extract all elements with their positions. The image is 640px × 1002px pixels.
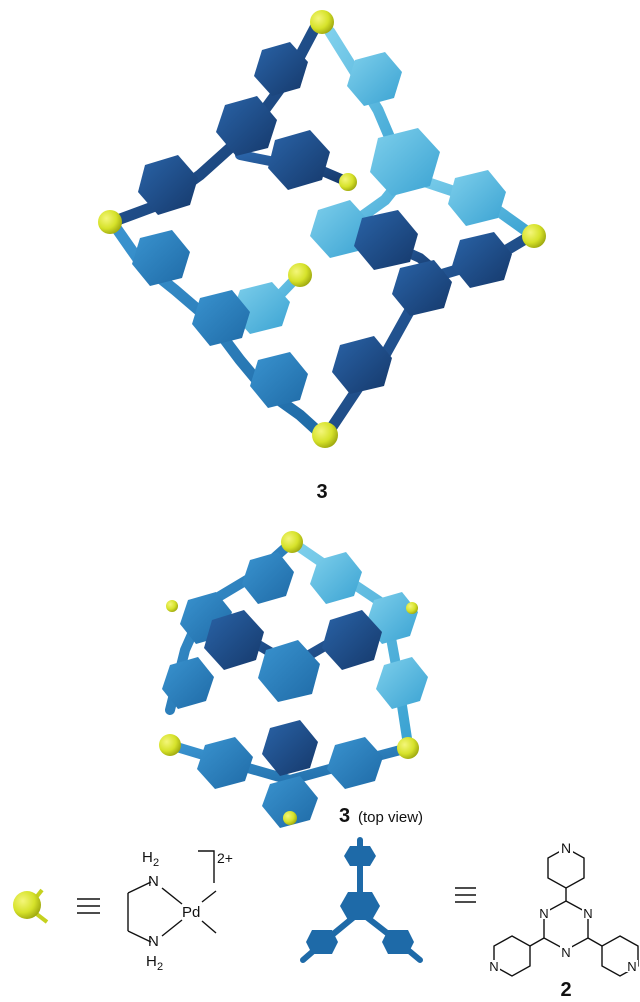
- tv-ring-7: [197, 737, 253, 789]
- tv-ring-hub: [258, 640, 320, 702]
- ring-navy-5: [354, 210, 418, 270]
- svg-text:Pd: Pd: [182, 904, 200, 921]
- tv-ring-9: [262, 776, 318, 828]
- equiv-sign-2: [455, 887, 476, 903]
- ligand-label: 2: [560, 979, 571, 1001]
- pd-en-complex: H 2 N Pd N H 2 2+: [127, 849, 233, 973]
- top-view-label-text: (top view): [358, 809, 423, 826]
- svg-text:2+: 2+: [217, 850, 233, 866]
- cage-3-diagram: [98, 10, 546, 448]
- tv-ring-6: [376, 657, 428, 709]
- tv-ring-1: [242, 552, 294, 604]
- cage-nodes: [98, 10, 546, 448]
- top-view-label-number: 3: [339, 805, 350, 827]
- legend-node-symbol: [13, 888, 49, 924]
- ring-navy-1: [254, 42, 308, 96]
- tv-ring-lower-hub: [262, 720, 318, 776]
- svg-text:N: N: [148, 933, 159, 950]
- tv-ring-5: [162, 657, 214, 709]
- ring-mid-1: [132, 230, 190, 286]
- tv-pd-node-left: [159, 734, 181, 756]
- svg-text:H: H: [142, 849, 153, 866]
- svg-text:2: 2: [153, 857, 159, 869]
- ring-light-hub: [370, 128, 440, 196]
- cage-rings: [132, 42, 512, 408]
- ring-navy-2: [216, 96, 277, 156]
- tv-pd-node-top: [281, 531, 303, 553]
- pd-node-bottom: [312, 422, 338, 448]
- tv-pd-node-right-small: [406, 602, 418, 614]
- tv-pd-node-bottom: [283, 811, 297, 825]
- top-view-nodes: [159, 531, 419, 825]
- pd-node-inner: [288, 263, 312, 287]
- svg-text:N: N: [148, 873, 159, 890]
- ring-mid-2: [192, 290, 250, 346]
- ring-light-1: [347, 52, 402, 106]
- ring-navy-3: [138, 155, 198, 215]
- tv-ring-8: [327, 737, 383, 789]
- charge-bracket: [198, 850, 215, 883]
- equiv-sign-1: [77, 898, 100, 914]
- cage-top-view-diagram: [159, 531, 428, 828]
- ligand-structure: N N N N N N: [488, 840, 639, 977]
- ring-navy-4: [268, 130, 330, 190]
- ring-light-2: [448, 170, 506, 226]
- svg-text:N: N: [583, 906, 592, 921]
- pd-node-right: [522, 224, 546, 248]
- svg-text:N: N: [539, 906, 548, 921]
- tv-ring-2: [310, 552, 362, 604]
- cage-label: 3: [316, 481, 327, 503]
- ring-navy-8: [332, 336, 392, 394]
- top-view-rings: [162, 552, 428, 828]
- svg-text:H: H: [146, 953, 157, 970]
- ring-navy-7: [392, 260, 452, 316]
- tv-ring-inner-right: [322, 610, 382, 670]
- pd-node-top: [310, 10, 334, 34]
- svg-text:N: N: [561, 840, 571, 856]
- ring-navy-6: [452, 232, 512, 288]
- ring-mid-3: [250, 352, 308, 408]
- pd-node-back: [339, 173, 357, 191]
- svg-text:N: N: [489, 959, 498, 974]
- pd-node-left: [98, 210, 122, 234]
- tv-pd-node-right: [397, 737, 419, 759]
- svg-text:2: 2: [157, 961, 163, 973]
- tv-pd-node-left-small: [166, 600, 178, 612]
- svg-text:N: N: [561, 945, 570, 960]
- ligand-cartoon: [300, 837, 423, 963]
- tv-ring-inner-left: [204, 610, 264, 670]
- svg-text:N: N: [627, 959, 636, 974]
